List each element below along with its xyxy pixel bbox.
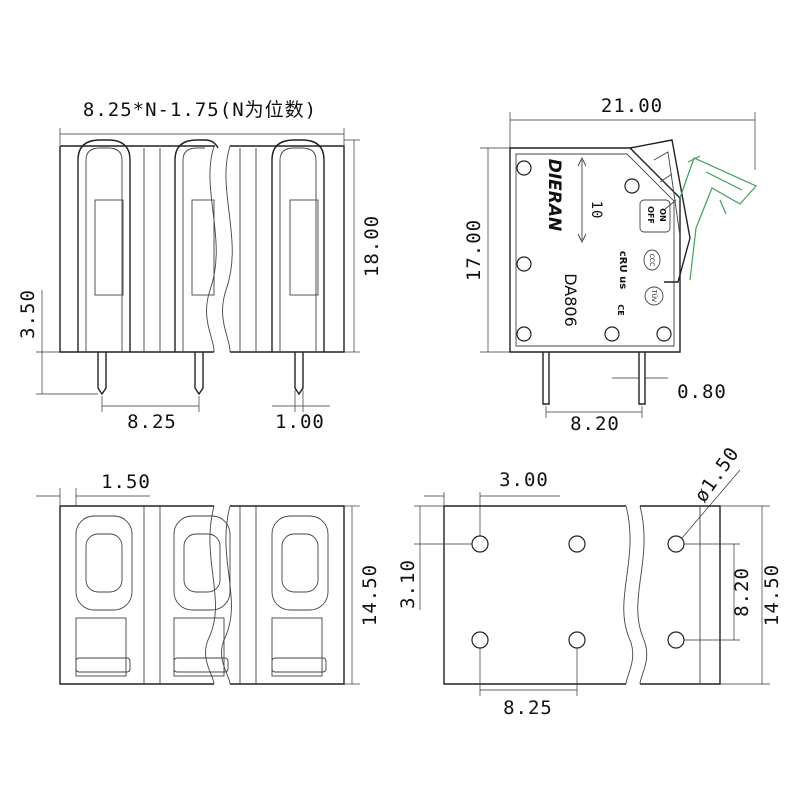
on-off-icon: ON OFF bbox=[639, 199, 671, 233]
ccc-mark-icon: CCC bbox=[643, 249, 661, 271]
front-slot-3 bbox=[271, 139, 325, 352]
pcb-offset-x-dim: 3.00 bbox=[499, 469, 549, 491]
ul-mark-icon: cRU us bbox=[617, 251, 628, 289]
pcb-hole-2 bbox=[568, 535, 586, 553]
front-slot-2 bbox=[174, 139, 219, 352]
pcb-hole-5 bbox=[568, 631, 586, 649]
tuv-mark-icon: TÜV bbox=[644, 286, 664, 306]
front-width-dim: 8.25*N-1.75(N为位数) bbox=[83, 99, 317, 121]
front-pin-1 bbox=[97, 352, 107, 396]
side-width-dim: 21.00 bbox=[601, 95, 663, 117]
top-cell-1 bbox=[75, 515, 133, 677]
lever-open-outline bbox=[679, 155, 757, 281]
arrow-value: 10 bbox=[588, 201, 604, 220]
model-label: DA806 bbox=[561, 273, 580, 327]
side-pin-2 bbox=[638, 352, 646, 405]
pcb-offset-y-dim: 3.10 bbox=[397, 559, 419, 609]
front-pitch-dim: 8.25 bbox=[127, 411, 177, 433]
pcb-hole-1 bbox=[471, 535, 489, 553]
front-pin-width-dim: 1.00 bbox=[275, 411, 325, 433]
switch-off-label: OFF bbox=[646, 206, 655, 224]
pcb-layout: 3.00 3.10 ø1.50 8.20 14.50 bbox=[397, 443, 783, 719]
pcb-hole-3 bbox=[667, 535, 685, 553]
pcb-hole-6 bbox=[667, 631, 685, 649]
pcb-row-spacing-dim: 8.20 bbox=[731, 567, 753, 617]
side-pin-1 bbox=[542, 352, 550, 405]
pcb-pitch-dim: 8.25 bbox=[503, 697, 553, 719]
brand-label: DIERAN bbox=[544, 159, 564, 232]
side-pitch-dim: 8.20 bbox=[570, 413, 620, 435]
ccc-mark-text: CCC bbox=[648, 254, 655, 267]
front-height-dim: 18.00 bbox=[361, 215, 383, 277]
top-view: 1.50 bbox=[36, 471, 381, 685]
pcb-height-dim: 14.50 bbox=[761, 564, 783, 626]
top-cell-2 bbox=[173, 515, 231, 677]
front-view: 8.25*N-1.75(N为位数) bbox=[17, 99, 383, 433]
ul-mark-text: cRU us bbox=[617, 251, 628, 289]
side-view: 21.00 DIERAN DA806 10 bbox=[463, 95, 757, 435]
arrow-marker: 10 bbox=[577, 156, 604, 244]
switch-on-label: ON bbox=[658, 208, 667, 222]
top-offset-dim: 1.50 bbox=[101, 471, 151, 493]
top-cell-3 bbox=[271, 515, 329, 677]
side-pin-thickness-dim: 0.80 bbox=[677, 381, 727, 403]
front-pin-3 bbox=[294, 352, 304, 396]
front-pin-2 bbox=[194, 352, 204, 396]
pcb-hole-4 bbox=[471, 631, 489, 649]
front-pin-length-dim: 3.50 bbox=[17, 289, 39, 339]
front-slot-1 bbox=[77, 139, 131, 352]
top-height-dim: 14.50 bbox=[359, 564, 381, 626]
tuv-mark-text: TÜV bbox=[650, 289, 657, 303]
side-height-dim: 17.00 bbox=[463, 219, 485, 281]
ce-mark-icon: CE bbox=[616, 304, 625, 315]
ce-mark-text: CE bbox=[616, 304, 625, 315]
